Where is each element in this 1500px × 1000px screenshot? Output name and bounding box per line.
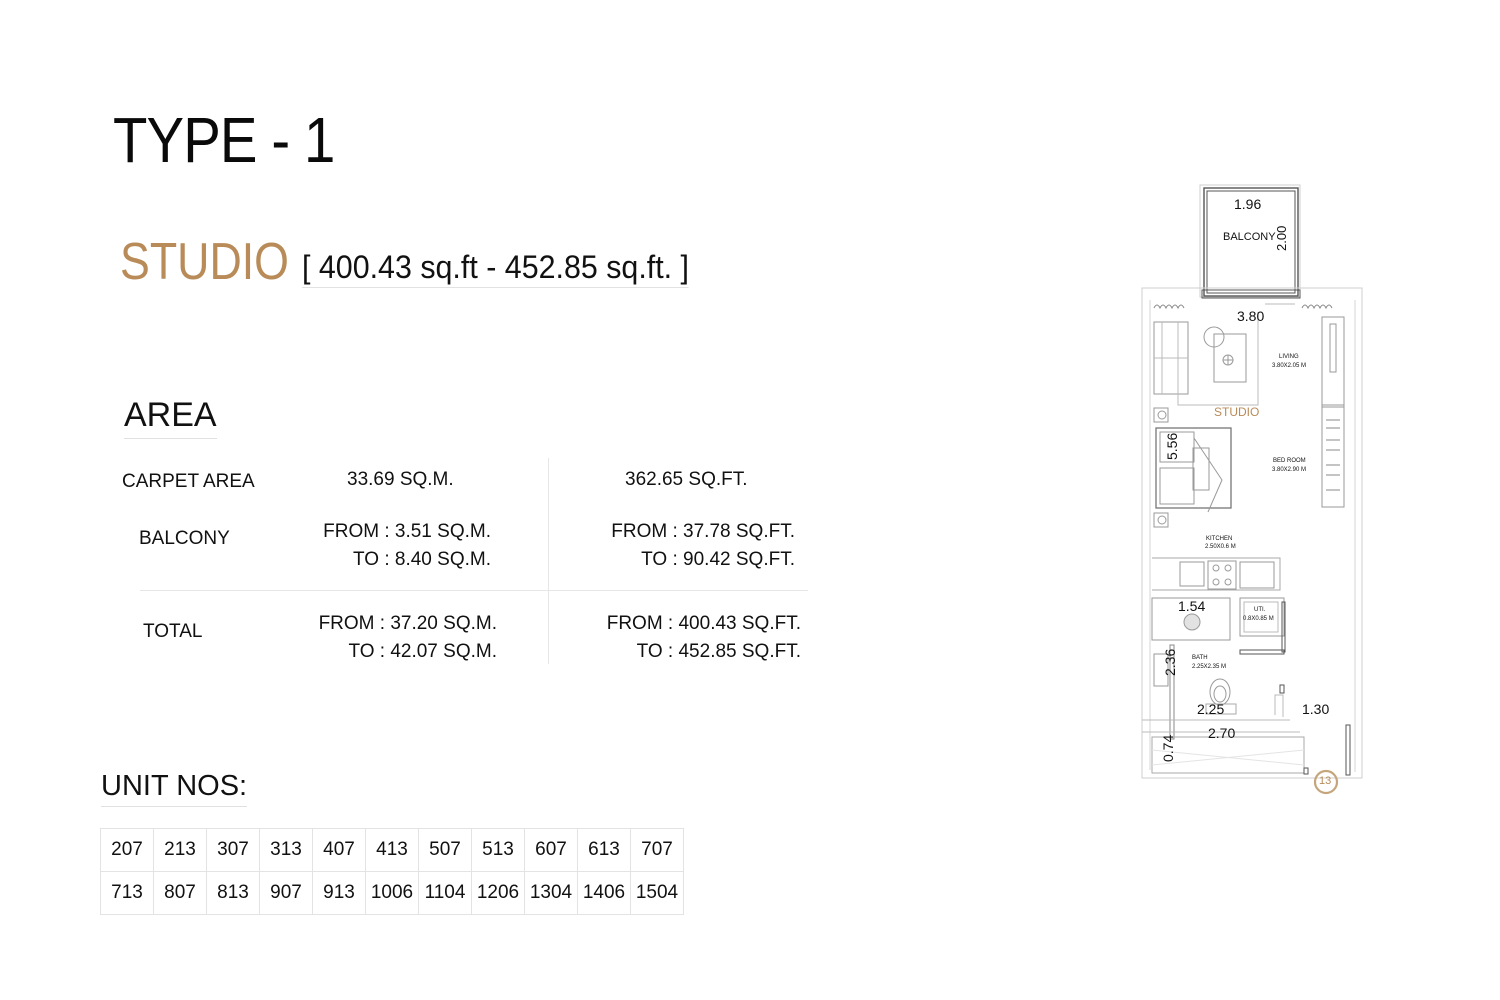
unit-cell: 213 bbox=[153, 828, 207, 872]
row-label-balcony: BALCONY bbox=[139, 528, 230, 549]
balcony-sqm-to: TO : 8.40 SQ.M. bbox=[353, 549, 491, 570]
unit-cell: 307 bbox=[206, 828, 260, 872]
entry-width-dim: 1.30 bbox=[1302, 701, 1330, 717]
unit-cell: 513 bbox=[471, 828, 525, 872]
unit-cell: 713 bbox=[100, 871, 154, 915]
total-sqm-from: FROM : 37.20 SQ.M. bbox=[318, 613, 497, 634]
total-sqm: FROM : 37.20 SQ.M. TO : 42.07 SQ.M. bbox=[307, 610, 497, 666]
size-range: [ 400.43 sq.ft - 452.85 sq.ft. ] bbox=[302, 251, 690, 288]
bath-side-dim: 2.36 bbox=[1162, 648, 1178, 676]
overall-depth-dim: 5.56 bbox=[1164, 432, 1180, 460]
area-table: CARPET AREA 33.69 SQ.M. 362.65 SQ.FT. BA… bbox=[118, 458, 818, 668]
column-divider bbox=[548, 458, 549, 664]
kitchen-label: KITCHEN bbox=[1206, 536, 1233, 542]
bath-width-dim: 2.25 bbox=[1197, 701, 1225, 717]
wardrobe-width-dim: 2.70 bbox=[1208, 725, 1236, 741]
bath-top-dim: 1.54 bbox=[1178, 598, 1206, 614]
wardrobe-depth-dim: 0.74 bbox=[1160, 734, 1176, 762]
unit-row: 713 807 813 907 913 1006 1104 1206 1304 … bbox=[100, 871, 684, 915]
row-label-carpet-area: CARPET AREA bbox=[122, 471, 255, 492]
utility-label: UTI. bbox=[1254, 607, 1266, 613]
total-sqft-from: FROM : 400.43 SQ.FT. bbox=[606, 613, 801, 634]
studio-plan-label: STUDIO bbox=[1214, 405, 1260, 419]
unit-numbers-table: 207 213 307 313 407 413 507 513 607 613 … bbox=[100, 828, 684, 915]
balcony-sqft-from: FROM : 37.78 SQ.FT. bbox=[611, 521, 795, 542]
balcony-depth-dim: 2.00 bbox=[1274, 225, 1289, 251]
total-sqft: FROM : 400.43 SQ.FT. TO : 452.85 SQ.FT. bbox=[591, 610, 801, 666]
page-number: 13 bbox=[1319, 775, 1332, 787]
floor-plan-drawing bbox=[1141, 184, 1363, 795]
overall-width-dim: 3.80 bbox=[1237, 308, 1265, 324]
balcony-sqm-from: FROM : 3.51 SQ.M. bbox=[323, 521, 491, 542]
unit-cell: 1206 bbox=[471, 871, 525, 915]
unit-cell: 407 bbox=[312, 828, 366, 872]
unit-cell: 607 bbox=[524, 828, 578, 872]
unit-cell: 207 bbox=[100, 828, 154, 872]
balcony-sqm: FROM : 3.51 SQ.M. TO : 8.40 SQ.M. bbox=[313, 518, 491, 574]
area-heading: AREA bbox=[124, 398, 217, 439]
carpet-area-sqft: 362.65 SQ.FT. bbox=[625, 469, 748, 490]
balcony-label: BALCONY bbox=[1223, 231, 1276, 243]
row-label-total: TOTAL bbox=[143, 621, 203, 642]
unit-cell: 707 bbox=[630, 828, 684, 872]
living-size: 3.80X2.05 M bbox=[1272, 363, 1307, 369]
unit-row: 207 213 307 313 407 413 507 513 607 613 … bbox=[100, 828, 684, 872]
unit-cell: 1304 bbox=[524, 871, 578, 915]
carpet-area-sqm: 33.69 SQ.M. bbox=[347, 469, 454, 490]
utility-size: 0.8X0.85 M bbox=[1243, 616, 1274, 622]
unit-cell: 1104 bbox=[418, 871, 472, 915]
bedroom-label: BED ROOM bbox=[1273, 458, 1306, 464]
balcony-width-dim: 1.96 bbox=[1234, 196, 1262, 212]
unit-type-label: STUDIO bbox=[120, 233, 289, 291]
unit-heading: STUDIO [ 400.43 sq.ft - 452.85 sq.ft. ] bbox=[120, 236, 710, 288]
bedroom-size: 3.80X2.90 M bbox=[1272, 467, 1307, 473]
page-number-badge bbox=[1313, 769, 1339, 795]
unit-cell: 1504 bbox=[630, 871, 684, 915]
unit-cell: 913 bbox=[312, 871, 366, 915]
unit-cell: 1006 bbox=[365, 871, 419, 915]
unit-cell: 1406 bbox=[577, 871, 631, 915]
unit-cell: 507 bbox=[418, 828, 472, 872]
bath-size: 2.25X2.35 M bbox=[1192, 664, 1227, 670]
total-sqm-to: TO : 42.07 SQ.M. bbox=[348, 641, 497, 662]
floor-plan: 1.96 BALCONY 2.00 3.80 LIVING 3.80X2.05 … bbox=[1130, 180, 1380, 800]
unit-cell: 907 bbox=[259, 871, 313, 915]
unit-cell: 613 bbox=[577, 828, 631, 872]
living-label: LIVING bbox=[1279, 354, 1299, 360]
balcony-sqft-to: TO : 90.42 SQ.FT. bbox=[641, 549, 795, 570]
type-title: TYPE - 1 bbox=[113, 104, 335, 176]
balcony-sqft: FROM : 37.78 SQ.FT. TO : 90.42 SQ.FT. bbox=[597, 518, 795, 574]
unit-cell: 813 bbox=[206, 871, 260, 915]
total-sqft-to: TO : 452.85 SQ.FT. bbox=[636, 641, 801, 662]
unit-cell: 313 bbox=[259, 828, 313, 872]
unit-cell: 807 bbox=[153, 871, 207, 915]
kitchen-size: 2.50X0.6 M bbox=[1205, 544, 1236, 550]
bath-label: BATH bbox=[1192, 655, 1208, 661]
unit-cell: 413 bbox=[365, 828, 419, 872]
unit-numbers-heading: UNIT NOS: bbox=[101, 772, 248, 807]
row-divider bbox=[140, 590, 808, 591]
